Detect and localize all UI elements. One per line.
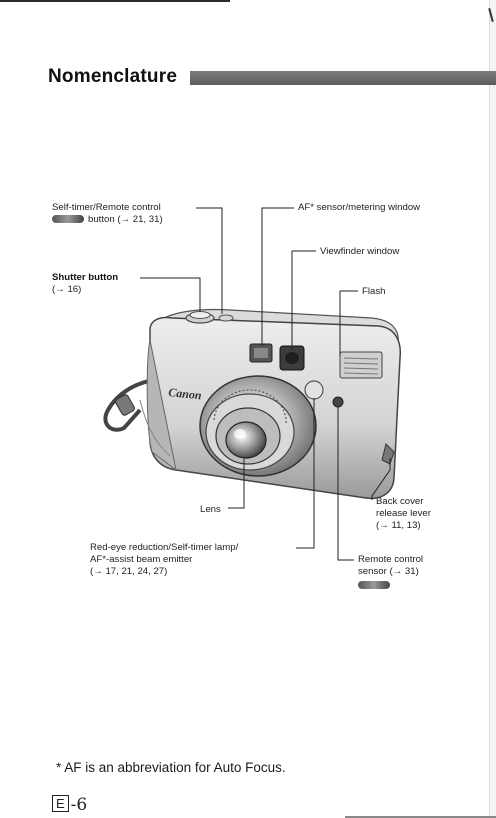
label-viewfinder: Viewfinder window — [320, 246, 400, 257]
remote-mode-icon — [52, 215, 84, 224]
label-flash: Flash — [362, 286, 386, 297]
lens-glass — [225, 421, 267, 459]
label-back-cover-line1: Back cover — [376, 496, 424, 507]
wrist-strap — [103, 378, 161, 432]
label-shutter-line2: (→ 16) — [52, 284, 82, 295]
label-remote-line1: Remote control — [358, 554, 424, 565]
canon-logo: Canon — [168, 385, 203, 402]
footnote: * AF is an abbreviation for Auto Focus. — [56, 760, 286, 775]
label-af-sensor: AF* sensor/metering window — [298, 202, 421, 213]
remote-mode-icon-2-wrap — [358, 580, 394, 592]
page-number-value: -6 — [70, 795, 88, 815]
label-self-timer-line1: Self-timer/Remote control — [52, 202, 161, 213]
page-right-edge — [489, 0, 496, 818]
language-box: E — [52, 795, 69, 812]
label-back-cover-line3: (→ 11, 13) — [376, 520, 421, 531]
label-remote-line2: sensor (→ 31) — [358, 566, 419, 577]
page-title: Nomenclature — [48, 66, 178, 87]
page-top-edge — [0, 0, 230, 2]
footer-rule — [345, 816, 496, 818]
label-back-cover-line2: release lever — [376, 508, 431, 519]
label-red-eye-line1: Red-eye reduction/Self-timer lamp/ — [90, 542, 239, 553]
label-self-timer-line2-wrap: button (→ 21, 31) — [52, 214, 163, 226]
remote-mode-icon-2 — [358, 581, 390, 590]
title-bar — [190, 71, 496, 85]
label-shutter-line1: Shutter button — [52, 272, 119, 283]
leader-lines — [140, 207, 391, 561]
page-number: E-6 — [52, 795, 87, 815]
label-lens: Lens — [200, 504, 221, 515]
label-red-eye-line2: AF*-assist beam emitter — [90, 554, 193, 565]
label-self-timer-line2: button (→ 21, 31) — [88, 214, 163, 225]
label-red-eye-line3: (→ 17, 21, 24, 27) — [90, 566, 168, 577]
